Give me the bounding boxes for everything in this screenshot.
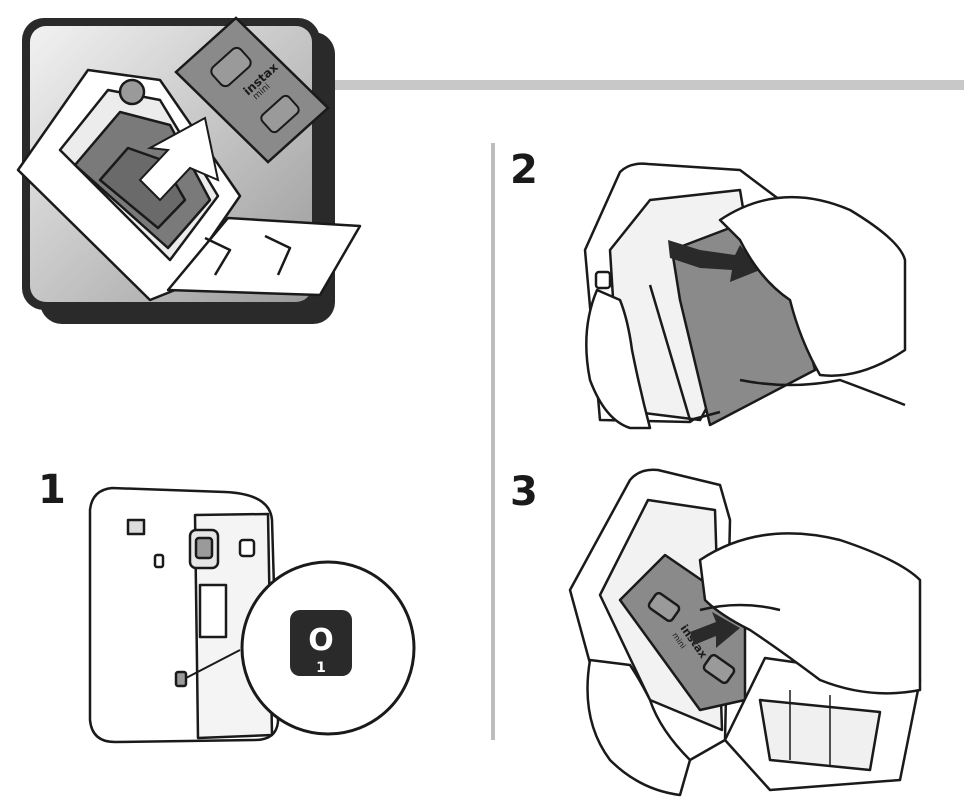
- left-hand: [585, 288, 652, 430]
- step-1-number: 1: [38, 467, 66, 513]
- power-icon-symbol: O: [308, 623, 334, 658]
- power-icon: [290, 610, 352, 676]
- step-3-number: 3: [510, 469, 538, 515]
- step-3-illustration: instax mini: [568, 468, 922, 797]
- push-arrow-icon: [690, 612, 740, 648]
- film-pack-illustration: instax mini: [174, 16, 330, 164]
- step-1-illustration: O 1: [88, 486, 416, 744]
- column-divider: [491, 143, 495, 740]
- step-2-number: 2: [510, 147, 538, 193]
- header-bar: [320, 80, 964, 90]
- power-icon-subscript: 1: [316, 660, 326, 676]
- right-hand: [718, 195, 907, 377]
- step-2-illustration: [583, 162, 907, 430]
- insert-arrow-icon: [138, 116, 220, 202]
- open-arrow-icon: [668, 240, 760, 282]
- load-film-icon: instax mini: [16, 16, 362, 324]
- right-hand-3: [698, 532, 922, 695]
- left-hand-3: [586, 658, 692, 797]
- power-button: [174, 670, 188, 688]
